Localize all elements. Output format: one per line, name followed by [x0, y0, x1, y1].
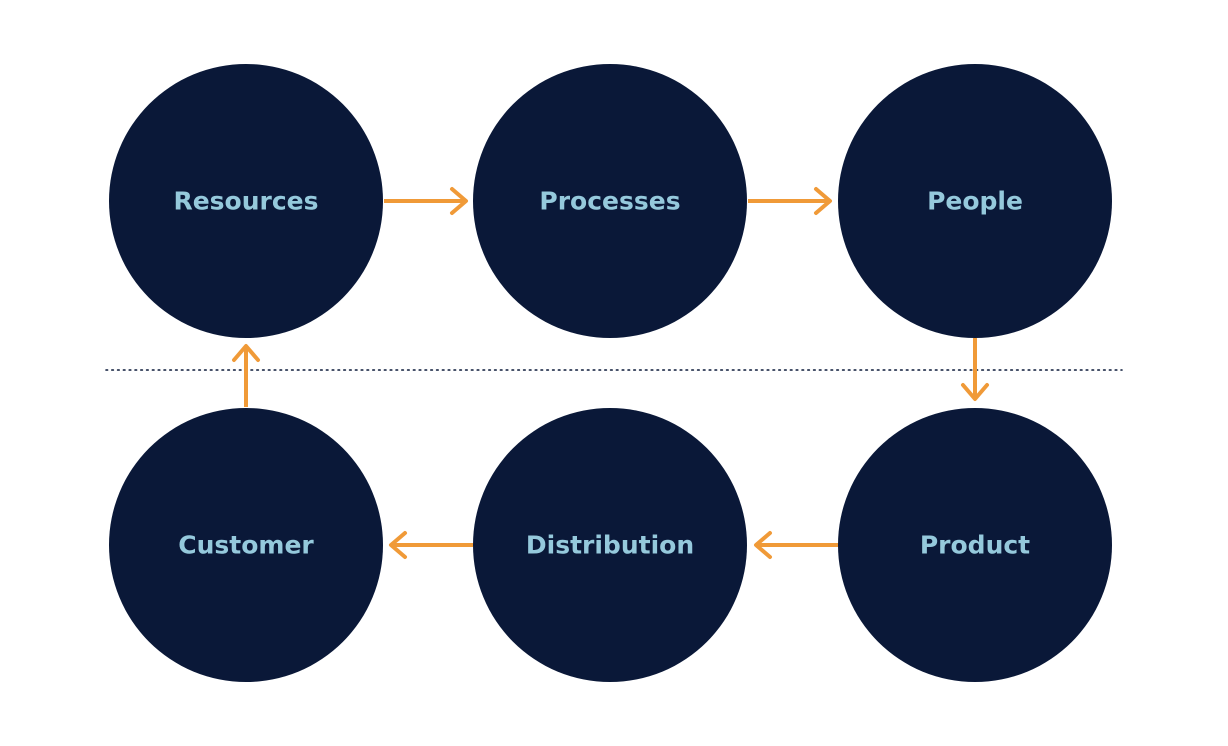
- node-resources-circle: [109, 64, 383, 338]
- arrow-resources-to-processes: [384, 187, 468, 215]
- node-distribution-label: Distribution: [526, 531, 694, 560]
- node-processes-circle: [473, 64, 747, 338]
- node-product-label: Product: [920, 531, 1030, 560]
- arrow-people-to-product: [961, 338, 989, 401]
- node-customer-circle: [109, 408, 383, 682]
- node-processes: Processes: [473, 64, 747, 338]
- node-people-label: People: [927, 187, 1023, 216]
- node-people: People: [838, 64, 1112, 338]
- node-product: Product: [838, 408, 1112, 682]
- node-resources: Resources: [109, 64, 383, 338]
- arrow-product-to-distribution: [754, 531, 838, 559]
- node-customer-label: Customer: [178, 531, 314, 560]
- node-people-circle: [838, 64, 1112, 338]
- arrow-processes-to-people: [748, 187, 832, 215]
- arrow-distribution-to-customer: [389, 531, 473, 559]
- arrow-customer-to-resources: [232, 344, 260, 407]
- node-distribution-circle: [473, 408, 747, 682]
- node-distribution: Distribution: [473, 408, 747, 682]
- node-customer: Customer: [109, 408, 383, 682]
- node-processes-label: Processes: [539, 187, 680, 216]
- node-product-circle: [838, 408, 1112, 682]
- node-resources-label: Resources: [173, 187, 318, 216]
